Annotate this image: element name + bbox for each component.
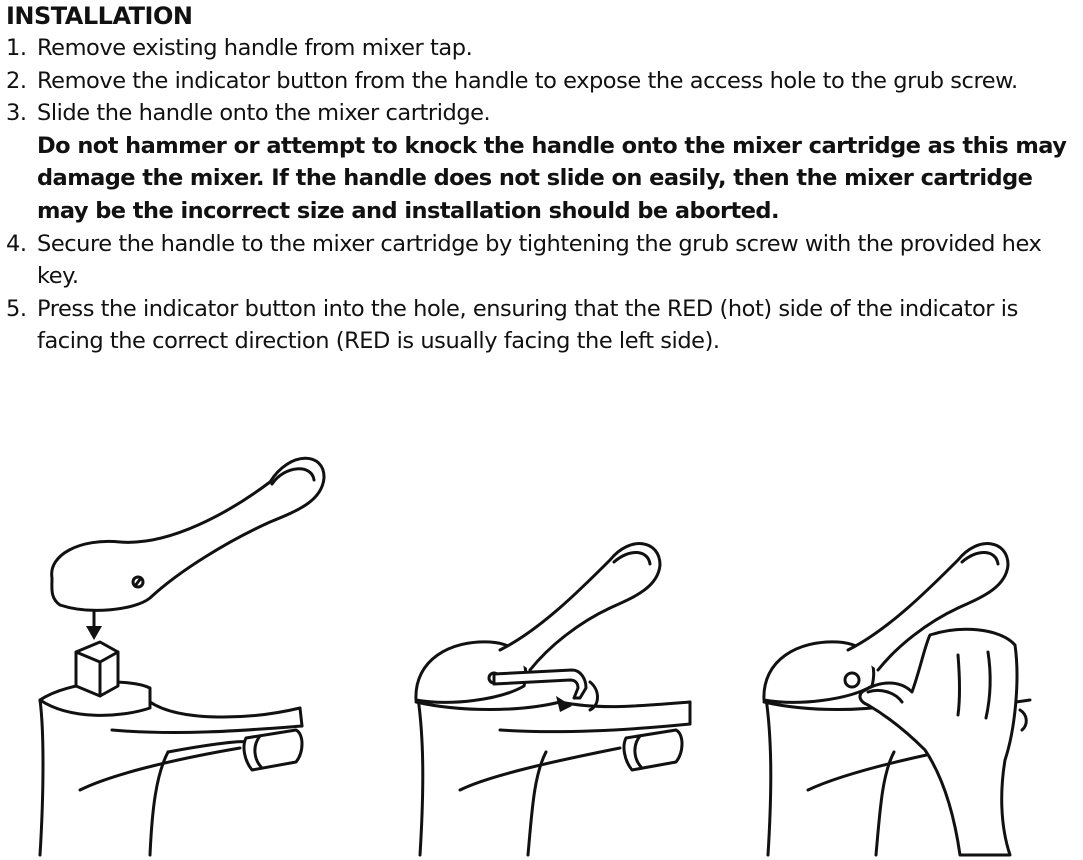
step-number: 5. — [6, 295, 27, 322]
steps-list: 1. Remove existing handle from mixer tap… — [6, 32, 1081, 358]
step-number: 4. — [6, 230, 27, 257]
step-item: 4. Secure the handle to the mixer cartri… — [6, 228, 1081, 293]
step-number: 1. — [6, 35, 27, 61]
instructions: INSTALLATION 1. Remove existing handle f… — [6, 0, 1081, 358]
step-text: Remove the indicator button from the han… — [37, 67, 1018, 94]
step-item: 1. Remove existing handle from mixer tap… — [6, 32, 1081, 65]
step-text: Remove existing handle from mixer tap. — [37, 35, 473, 61]
step-number: 2. — [6, 67, 27, 94]
press-indicator-button-illustration — [762, 542, 1032, 857]
step-item: 2. Remove the indicator button from the … — [6, 65, 1081, 98]
step-text: Slide the handle onto the mixer cartridg… — [37, 100, 491, 127]
step-item: 3. Slide the handle onto the mixer cartr… — [6, 97, 1081, 227]
handle-onto-cartridge-illustration — [38, 456, 326, 857]
step-number: 3. — [6, 100, 27, 127]
installation-heading: INSTALLATION — [6, 2, 193, 30]
step-warning: Do not hammer or attempt to knock the ha… — [37, 132, 1067, 224]
illustrations-svg — [38, 456, 1032, 857]
hex-key-tighten-illustration — [414, 542, 692, 857]
illustrations — [0, 430, 1083, 860]
step-text: Press the indicator button into the hole… — [37, 295, 1018, 355]
step-item: 5. Press the indicator button into the h… — [6, 293, 1081, 358]
step-text: Secure the handle to the mixer cartridge… — [37, 230, 1042, 290]
